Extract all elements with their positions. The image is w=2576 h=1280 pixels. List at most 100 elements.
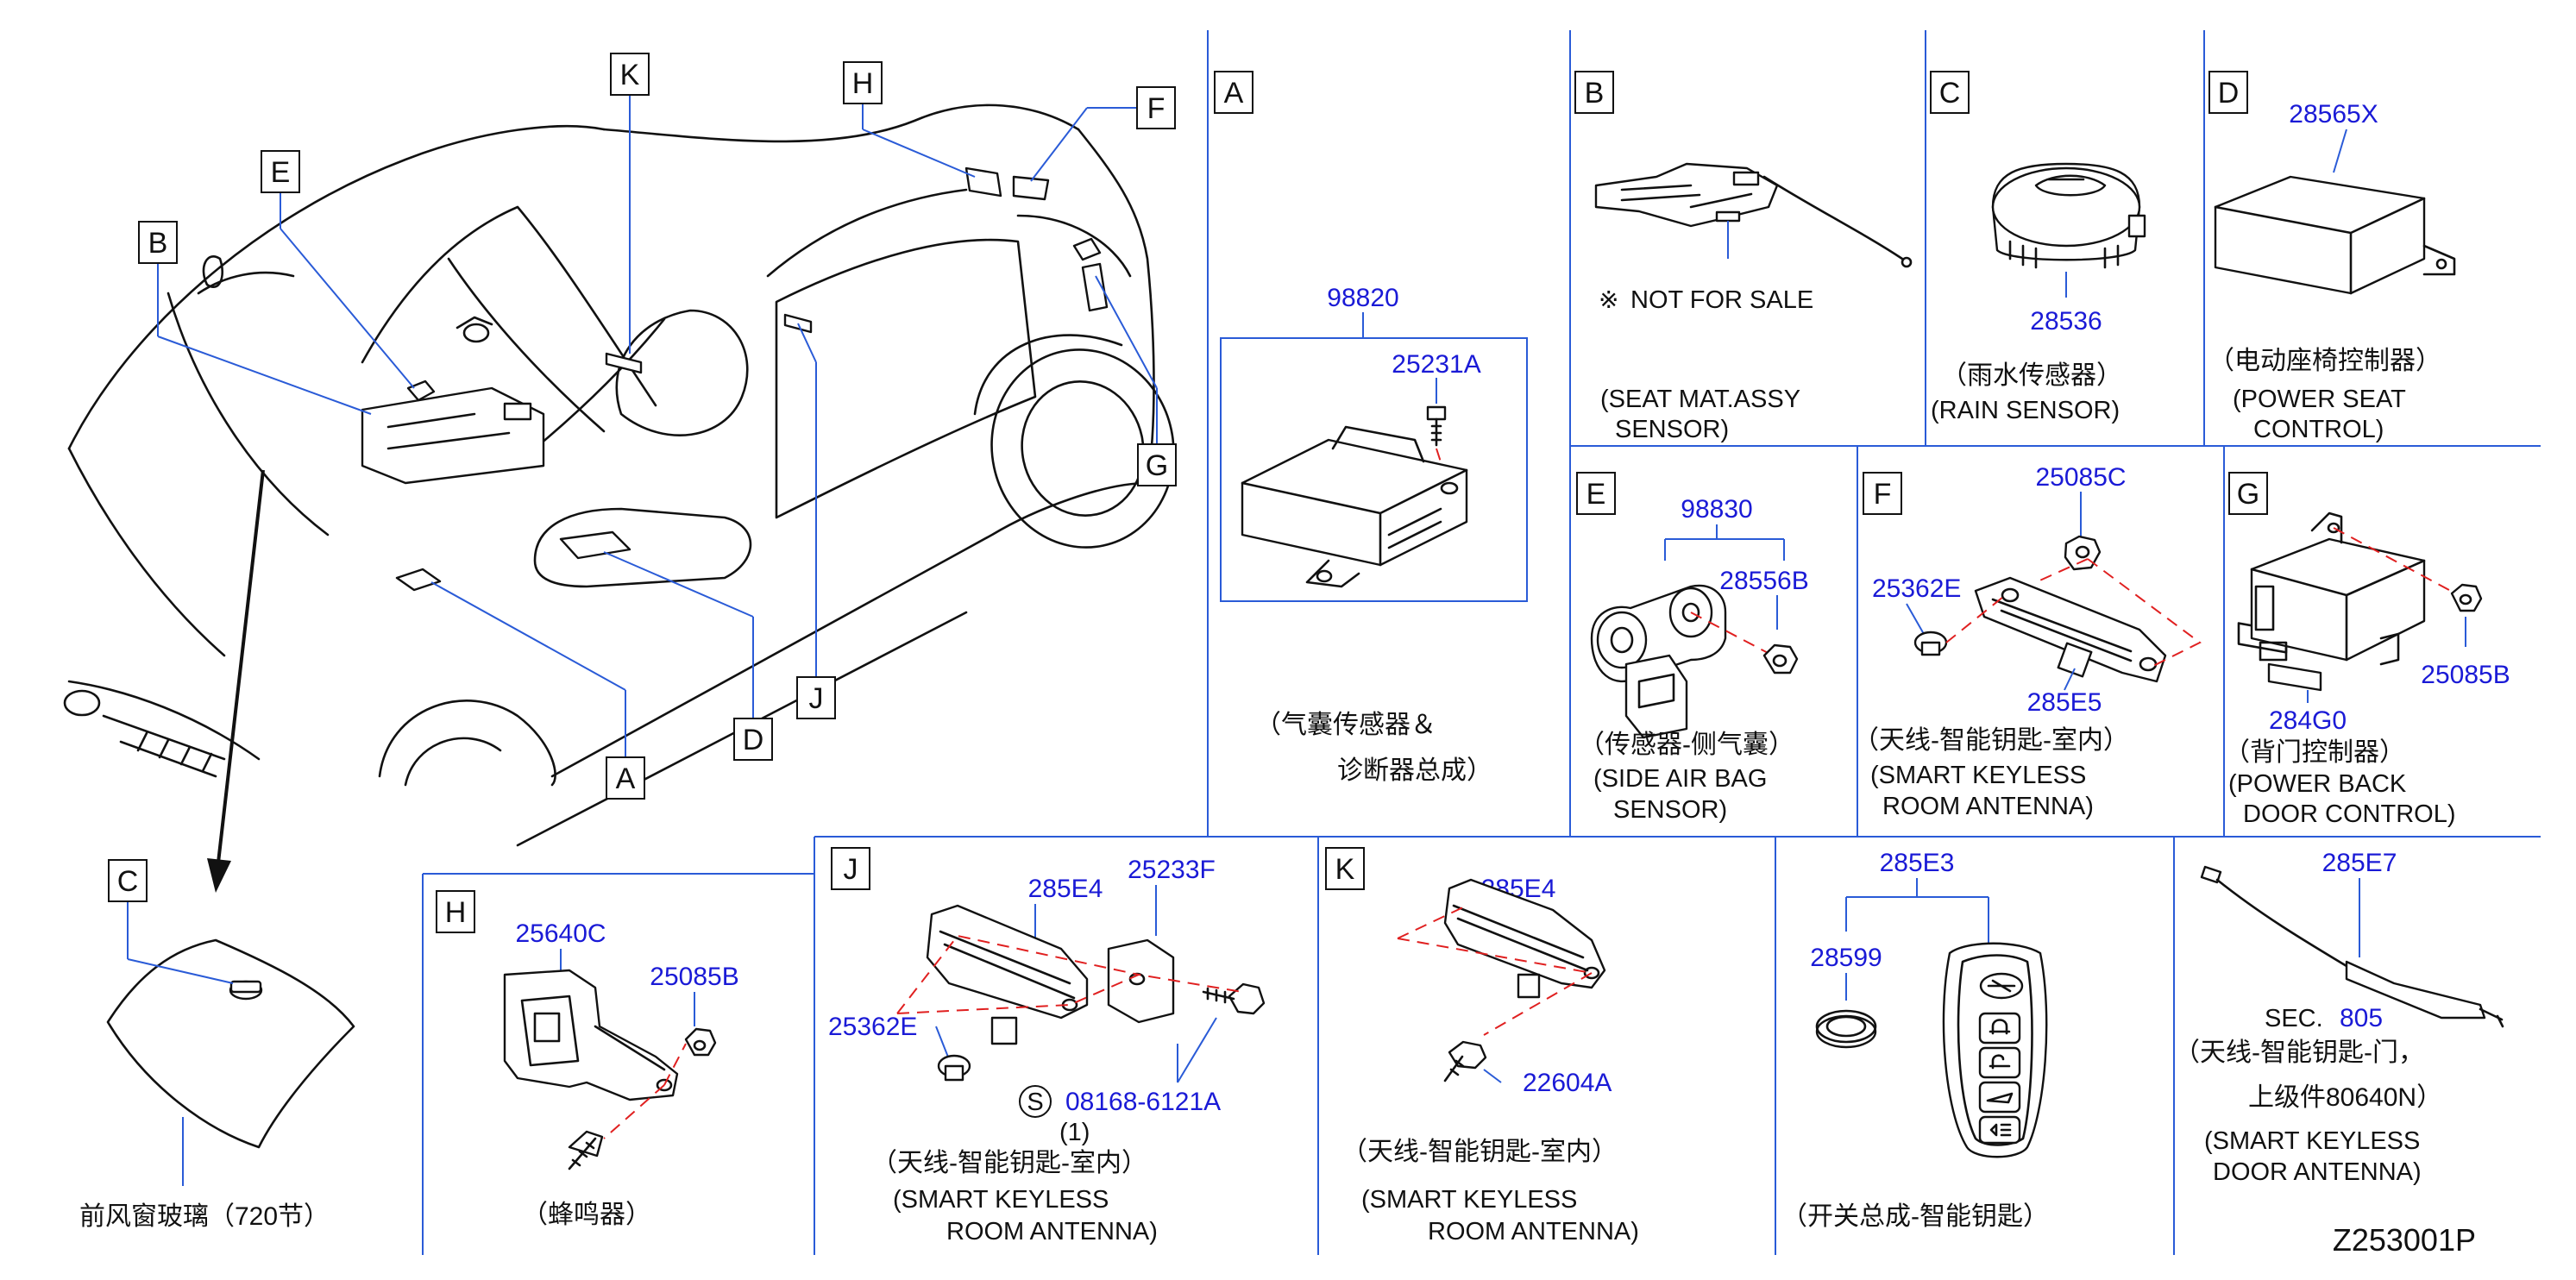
panel-a-cn-line1: （气囊传感器＆ bbox=[1255, 711, 1436, 739]
panel-k-cn: （天线-智能钥匙-室内） bbox=[1341, 1138, 1618, 1166]
nfs-text: NOT FOR SALE bbox=[1630, 286, 1813, 314]
panel-d-cn: （电动座椅控制器） bbox=[2208, 347, 2441, 375]
part-28599: 28599 bbox=[1810, 944, 1882, 972]
svg-text:C: C bbox=[117, 865, 139, 898]
callout-g: G bbox=[1137, 443, 1177, 486]
svg-text:G: G bbox=[1146, 449, 1168, 482]
callout-d: D bbox=[733, 718, 773, 761]
svg-text:F: F bbox=[1147, 92, 1165, 125]
svg-text:H: H bbox=[445, 896, 467, 929]
part-284g0: 284G0 bbox=[2269, 706, 2347, 735]
svg-text:E: E bbox=[1586, 478, 1606, 511]
svg-text:K: K bbox=[1335, 853, 1355, 886]
part-22604a: 22604A bbox=[1523, 1069, 1612, 1097]
svg-text:G: G bbox=[2237, 478, 2259, 511]
svg-text:D: D bbox=[2218, 77, 2240, 110]
panel-b: B ※ NOT FOR SALE (SEAT MAT.ASSY SENSOR) bbox=[1574, 71, 1913, 443]
panel-key-fob: 285E3 28599 （开关总成-智能钥匙） bbox=[1781, 849, 2049, 1231]
panel-c: C 28536 （雨水传感器） (RAIN SENSOR) bbox=[1930, 71, 2146, 424]
nfs-mark: ※ bbox=[1599, 286, 1618, 313]
part-25362e: 25362E bbox=[1872, 574, 1961, 603]
part-98820: 98820 bbox=[1327, 284, 1398, 312]
diagram-code: Z253001P bbox=[2333, 1222, 2476, 1258]
panel-d-en-line1: (POWER SEAT bbox=[2233, 386, 2406, 413]
svg-text:F: F bbox=[1874, 478, 1892, 511]
panel-f-en-line2: ROOM ANTENNA) bbox=[1882, 793, 2094, 820]
windshield-inset: C 前风窗玻璃（720节） bbox=[79, 859, 355, 1231]
panel-a-cn-line2: 诊断器总成） bbox=[1337, 756, 1492, 785]
panel-d: D 28565X （电动座椅控制器） (POWER SEAT CONTROL) bbox=[2208, 71, 2456, 654]
part-285e3: 285E3 bbox=[1880, 849, 1955, 877]
panel-a: A 98820 25231A （气囊传感器＆ 诊断器总成） bbox=[1214, 71, 1528, 785]
part-28556b: 28556B bbox=[1719, 567, 1808, 595]
part-285e5: 285E5 bbox=[2027, 688, 2102, 717]
part-285e7: 285E7 bbox=[2322, 849, 2397, 877]
panel-f-en-line1: (SMART KEYLESS bbox=[1870, 762, 2086, 789]
callout-b: B bbox=[138, 221, 178, 264]
panel-f-cn: （天线-智能钥匙-室内） bbox=[1853, 726, 2129, 755]
panel-grid bbox=[422, 30, 2541, 1255]
callout-h: H bbox=[843, 61, 883, 104]
panel-b-en-line1: (SEAT MAT.ASSY bbox=[1600, 386, 1800, 413]
panel-g-en-line1: (POWER BACK bbox=[2228, 770, 2407, 798]
panel-c-en: (RAIN SENSOR) bbox=[1931, 397, 2120, 424]
panel-e: E 98830 28556B （传感器-侧气囊） (SIDE AIR BAG S… bbox=[1576, 472, 1809, 824]
overview-parts bbox=[361, 166, 1109, 592]
panel-e-en-line2: SENSOR) bbox=[1613, 796, 1727, 824]
panel-door-cn-line1: （天线-智能钥匙-门， bbox=[2174, 1038, 2424, 1067]
svg-text:E: E bbox=[271, 156, 291, 189]
part-25362e-j: 25362E bbox=[828, 1013, 917, 1041]
svg-text:C: C bbox=[1939, 77, 1961, 110]
panel-b-en-line2: SENSOR) bbox=[1615, 416, 1729, 443]
windshield-callout-c: C bbox=[108, 859, 148, 902]
panel-f: F 25085C 25362E 285E5 （天线-智能钥匙-室内） (SMAR… bbox=[1853, 463, 2202, 820]
panel-k-en-line2: ROOM ANTENNA) bbox=[1428, 1218, 1639, 1245]
callout-k: K bbox=[610, 53, 650, 96]
sec-ref-number: 805 bbox=[2340, 1004, 2383, 1032]
panel-g: G 25085B 284G0 （背门控制器） (POWER BACK DOOR … bbox=[2224, 472, 2510, 828]
panel-k: K 285E4 22604A （天线-智能钥匙-室内） (SMART KEYLE… bbox=[1325, 847, 1639, 1245]
panel-c-cn: （雨水传感器） bbox=[1941, 361, 2122, 390]
part-25085b-g: 25085B bbox=[2421, 661, 2510, 689]
panel-j-en-line1: (SMART KEYLESS bbox=[893, 1186, 1109, 1214]
part-25085c: 25085C bbox=[2035, 463, 2126, 492]
part-qty: (1) bbox=[1059, 1119, 1090, 1146]
svg-text:B: B bbox=[1585, 77, 1605, 110]
svg-text:K: K bbox=[620, 59, 640, 91]
panel-j-cn: （天线-智能钥匙-室内） bbox=[871, 1149, 1147, 1177]
callout-e: E bbox=[261, 150, 300, 193]
panel-e-cn: （传感器-侧气囊） bbox=[1579, 731, 1794, 759]
panel-door-en-line1: (SMART KEYLESS bbox=[2204, 1127, 2420, 1155]
panel-door-en-line2: DOOR ANTENNA) bbox=[2213, 1158, 2422, 1186]
panel-key-fob-cn: （开关总成-智能钥匙） bbox=[1781, 1202, 2049, 1231]
sec-ref-prefix: SEC. bbox=[2265, 1005, 2323, 1032]
callout-f: F bbox=[1136, 86, 1176, 129]
panel-e-en-line1: (SIDE AIR BAG bbox=[1593, 765, 1767, 793]
svg-text:H: H bbox=[852, 67, 874, 100]
windshield-arrow bbox=[207, 469, 265, 893]
panel-door-cn-line2: 上级件80640N） bbox=[2248, 1083, 2442, 1112]
panel-k-en-line1: (SMART KEYLESS bbox=[1361, 1186, 1577, 1214]
overview-leaders bbox=[157, 95, 1158, 757]
callout-j: J bbox=[796, 676, 836, 719]
overview-callouts: K E B H F G J D A bbox=[138, 53, 1177, 800]
part-25233f: 25233F bbox=[1128, 856, 1216, 884]
svg-text:A: A bbox=[1224, 77, 1244, 110]
part-285e4-j: 285E4 bbox=[1028, 875, 1103, 903]
part-25085b-h: 25085B bbox=[650, 963, 738, 991]
panel-j-en-line2: ROOM ANTENNA) bbox=[946, 1218, 1158, 1245]
windshield-caption: 前风窗玻璃（720节） bbox=[79, 1202, 330, 1231]
svg-text:A: A bbox=[616, 762, 636, 795]
std-part-mark: S bbox=[1027, 1089, 1043, 1116]
part-28536: 28536 bbox=[2030, 307, 2102, 336]
part-08168-6121a: 08168-6121A bbox=[1065, 1088, 1221, 1116]
svg-text:J: J bbox=[844, 853, 858, 886]
panel-g-cn: （背门控制器） bbox=[2224, 738, 2405, 767]
callout-a: A bbox=[606, 756, 645, 800]
part-25231a: 25231A bbox=[1392, 350, 1480, 379]
part-28565x: 28565X bbox=[2289, 100, 2378, 129]
panel-g-en-line2: DOOR CONTROL) bbox=[2243, 800, 2456, 828]
svg-text:B: B bbox=[148, 227, 168, 260]
panel-j: J 285E4 25233F 25362E S 08168-6121A (1) … bbox=[828, 847, 1266, 1245]
